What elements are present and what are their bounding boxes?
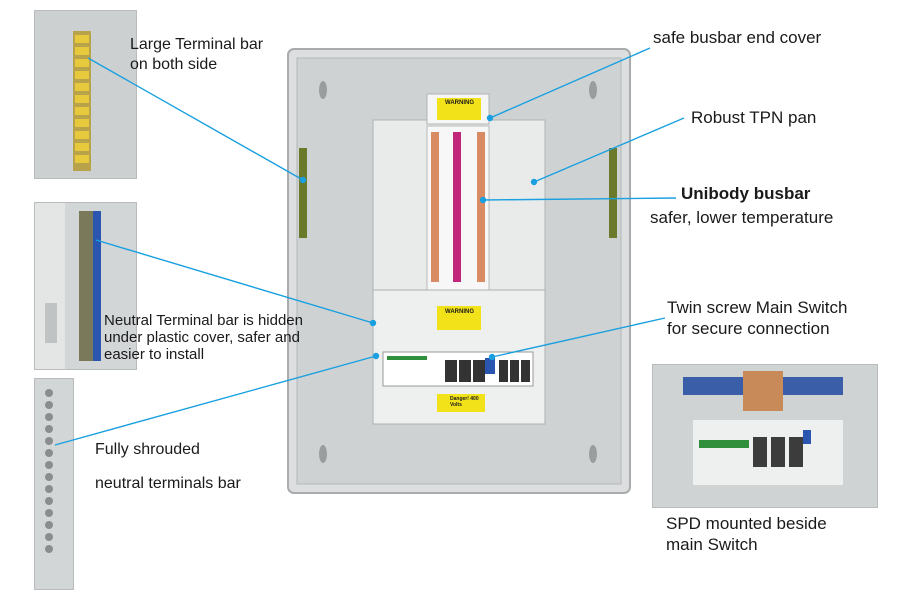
terminal-bar-photo	[34, 10, 137, 179]
warning-label-mid: WARNING	[445, 309, 474, 315]
unibody-title: Unibody busbar	[681, 184, 811, 203]
shrouded-bar-photo	[34, 378, 74, 590]
neutral-hidden-line2: under plastic cover, safer and	[104, 329, 300, 346]
shrouded-line2: neutral terminals bar	[95, 475, 241, 492]
neutral-hidden-line1: Neutral Terminal bar is hidden	[104, 312, 303, 329]
busbar-cover-label: safe busbar end cover	[653, 28, 822, 47]
shrouded-line1: Fully shrouded	[95, 441, 200, 458]
spd-line2: main Switch	[666, 535, 758, 554]
spd-photo	[652, 364, 878, 508]
neutral-bar-photo	[34, 202, 137, 370]
distribution-board: WARNING WARNING Danger! 400 Volts	[287, 48, 631, 494]
spd-line1: SPD mounted beside	[666, 514, 827, 533]
danger-label: Danger! 400 Volts	[450, 396, 479, 408]
neutral-hidden-line3: easier to install	[104, 346, 205, 363]
large-terminal-line1: Large Terminal bar	[130, 36, 264, 53]
tpn-pan-label: Robust TPN pan	[691, 108, 817, 127]
unibody-subtitle: safer, lower temperature	[650, 208, 834, 227]
twin-screw-line2: for secure connection	[667, 319, 830, 338]
warning-label-top: WARNING	[445, 100, 474, 106]
twin-screw-line1: Twin screw Main Switch	[667, 298, 848, 317]
large-terminal-line2: on both side	[130, 56, 218, 73]
